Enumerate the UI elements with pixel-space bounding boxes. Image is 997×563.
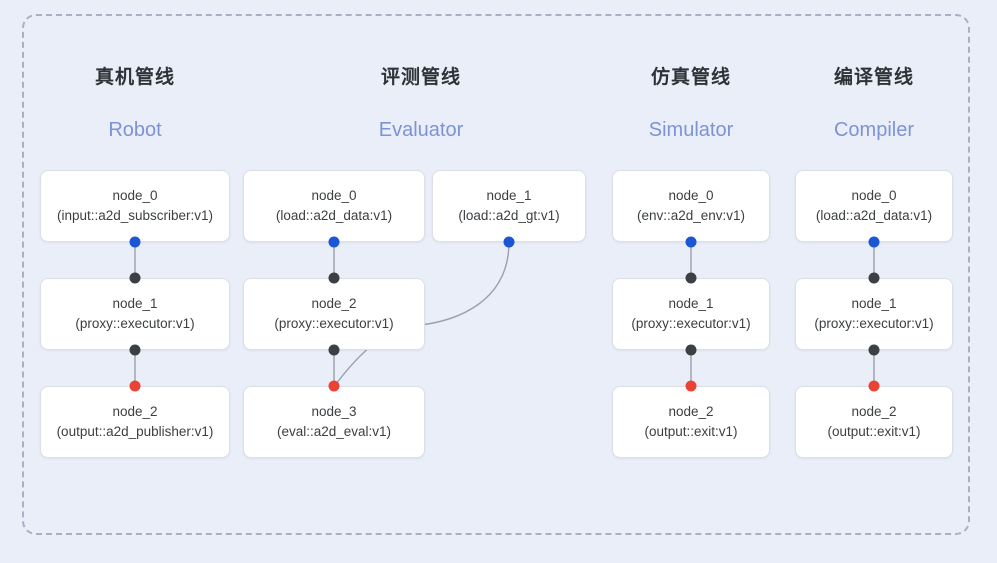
node-type: (proxy::executor:v1) <box>631 316 751 331</box>
node-name: node_0 <box>112 187 158 203</box>
node-type: (load::a2d_data:v1) <box>815 208 933 223</box>
node-name: node_0 <box>311 187 357 203</box>
node-type: (eval::a2d_eval:v1) <box>276 424 392 439</box>
node-type: (load::a2d_data:v1) <box>275 208 393 223</box>
node-robot-1[interactable]: node_1 (proxy::executor:v1) <box>40 278 230 350</box>
node-robot-0[interactable]: node_0 (input::a2d_subscriber:v1) <box>40 170 230 242</box>
port-input-robot-1[interactable] <box>129 272 141 284</box>
node-simulator-2[interactable]: node_2 (output::exit:v1) <box>612 386 770 458</box>
node-type: (load::a2d_gt:v1) <box>458 208 560 223</box>
node-name: node_2 <box>668 403 714 419</box>
node-compiler-0[interactable]: node_0 (load::a2d_data:v1) <box>795 170 953 242</box>
node-name: node_2 <box>311 295 357 311</box>
node-name: node_1 <box>668 295 714 311</box>
node-compiler-2[interactable]: node_2 (output::exit:v1) <box>795 386 953 458</box>
port-output-robot-1[interactable] <box>129 344 141 356</box>
port-input-simulator-1[interactable] <box>685 272 697 284</box>
port-input-compiler-1[interactable] <box>868 272 880 284</box>
node-robot-2[interactable]: node_2 (output::a2d_publisher:v1) <box>40 386 230 458</box>
port-output-evaluator-1[interactable] <box>503 236 515 248</box>
node-name: node_2 <box>851 403 897 419</box>
port-output-robot-0[interactable] <box>129 236 141 248</box>
node-type: (proxy::executor:v1) <box>75 316 195 331</box>
port-output-evaluator-0[interactable] <box>328 236 340 248</box>
node-type: (output::a2d_publisher:v1) <box>56 424 214 439</box>
port-output-compiler-0[interactable] <box>868 236 880 248</box>
port-input-evaluator-2[interactable] <box>328 272 340 284</box>
port-input-evaluator-3[interactable] <box>328 380 340 392</box>
node-simulator-0[interactable]: node_0 (env::a2d_env:v1) <box>612 170 770 242</box>
port-input-robot-2[interactable] <box>129 380 141 392</box>
node-type: (input::a2d_subscriber:v1) <box>56 208 214 223</box>
node-evaluator-0[interactable]: node_0 (load::a2d_data:v1) <box>243 170 425 242</box>
port-output-compiler-1[interactable] <box>868 344 880 356</box>
node-name: node_1 <box>112 295 158 311</box>
node-name: node_1 <box>851 295 897 311</box>
node-type: (output::exit:v1) <box>644 424 738 439</box>
node-type: (output::exit:v1) <box>827 424 921 439</box>
node-type: (proxy::executor:v1) <box>814 316 934 331</box>
port-input-compiler-2[interactable] <box>868 380 880 392</box>
node-name: node_0 <box>851 187 897 203</box>
node-name: node_3 <box>311 403 357 419</box>
node-type: (proxy::executor:v1) <box>274 316 394 331</box>
node-type: (env::a2d_env:v1) <box>636 208 746 223</box>
port-input-simulator-2[interactable] <box>685 380 697 392</box>
node-name: node_0 <box>668 187 714 203</box>
node-name: node_2 <box>112 403 158 419</box>
node-compiler-1[interactable]: node_1 (proxy::executor:v1) <box>795 278 953 350</box>
node-evaluator-2[interactable]: node_2 (proxy::executor:v1) <box>243 278 425 350</box>
node-name: node_1 <box>486 187 532 203</box>
node-evaluator-1[interactable]: node_1 (load::a2d_gt:v1) <box>432 170 586 242</box>
port-output-evaluator-2[interactable] <box>328 344 340 356</box>
node-evaluator-3[interactable]: node_3 (eval::a2d_eval:v1) <box>243 386 425 458</box>
node-simulator-1[interactable]: node_1 (proxy::executor:v1) <box>612 278 770 350</box>
port-output-simulator-1[interactable] <box>685 344 697 356</box>
port-output-simulator-0[interactable] <box>685 236 697 248</box>
